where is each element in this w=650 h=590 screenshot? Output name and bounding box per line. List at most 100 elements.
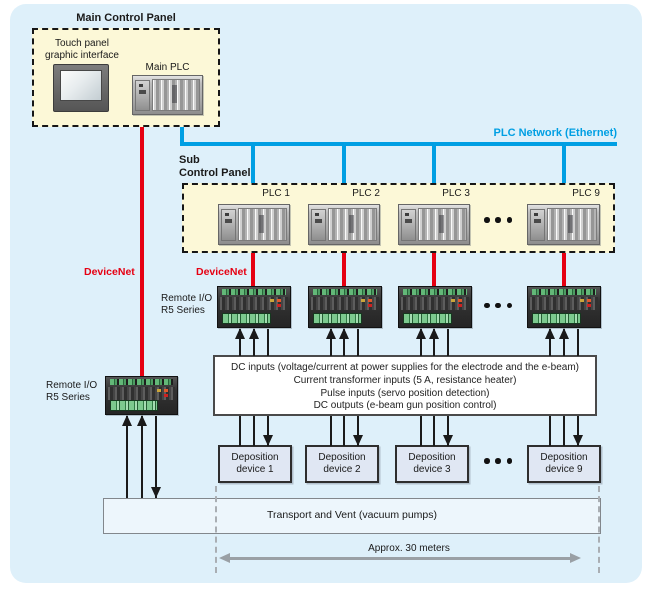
device1-line2: device 1 (236, 464, 274, 475)
io-connector-line (549, 416, 551, 446)
io-connector-line (266, 329, 269, 356)
dimension-arrowhead-left (219, 553, 230, 563)
ethernet-drop-plc2 (342, 144, 346, 206)
rio-status-leds (164, 389, 168, 392)
transport-connector-line (125, 416, 128, 498)
rio-modules (311, 297, 379, 310)
ellipsis-dots (484, 217, 512, 223)
ellipsis-dot (506, 217, 512, 223)
dimension-label: Approx. 30 meters (368, 543, 450, 554)
transport-vent-box: Transport and Vent (vacuum pumps) (103, 498, 601, 534)
plc1-graphic (218, 204, 290, 245)
ellipsis-dot (484, 217, 490, 223)
io-connector-line (343, 416, 345, 446)
io-connector-line (239, 416, 241, 446)
device2-line1: Deposition (318, 452, 366, 464)
ethernet-drop-plc3 (432, 144, 436, 206)
dimension-boundary-right (598, 486, 600, 573)
ethernet-backbone-line (180, 142, 617, 146)
arrowhead-up-icon (429, 328, 439, 339)
io-connector-line (357, 416, 359, 446)
ellipsis-dot (495, 458, 501, 464)
rio-terminals-top (532, 289, 596, 295)
device9-line2: device 9 (545, 464, 583, 475)
io-connector-line (447, 416, 449, 446)
ethernet-drop-plc9 (561, 144, 566, 206)
device3-line2: device 3 (413, 464, 451, 475)
plc9-graphic (527, 204, 600, 245)
device1-line1: Deposition (231, 452, 279, 464)
plc3-label: PLC 3 (442, 188, 470, 199)
monitor-screen (60, 70, 102, 101)
main-plc-graphic (132, 75, 203, 115)
remote-io-9-graphic (527, 286, 601, 328)
rio-terminals-bottom (222, 313, 271, 324)
remote-io-top-label-line2: R5 Series (161, 304, 205, 316)
remote-io-left-graphic (105, 376, 178, 415)
rio-status-leds (277, 299, 281, 302)
arrowhead-down-icon (151, 487, 161, 498)
main-plc-label: Main PLC (145, 62, 190, 73)
ellipsis-dot (484, 458, 490, 464)
touch-panel-monitor-graphic (53, 64, 109, 112)
io-connector-line (562, 329, 565, 356)
touch-panel-label-line2: graphic interface (45, 49, 119, 61)
plc-psu-module (135, 80, 150, 111)
plc2-graphic (308, 204, 380, 245)
devicenet-main-line (140, 108, 144, 377)
rio-terminals-top (403, 289, 467, 295)
devicenet-drop-1 (251, 242, 255, 289)
touch-panel-label-line1: Touch panel (55, 38, 109, 49)
arrowhead-down-icon (353, 435, 363, 446)
transport-vent-label: Transport and Vent (vacuum pumps) (266, 509, 438, 522)
ellipsis-dot (484, 302, 490, 308)
ellipsis-dots (484, 458, 512, 464)
remote-io-left-label-line1: Remote I/O (46, 380, 98, 391)
io-connector-line (252, 329, 255, 356)
rio-modules (220, 297, 288, 310)
arrowhead-up-icon (545, 328, 555, 339)
plc-psu-module (221, 209, 236, 241)
sub-panel-title-line1: Sub (179, 154, 200, 166)
plc-psu-module (401, 209, 416, 241)
io-connector-line (419, 329, 422, 356)
ethernet-main-drop (180, 110, 184, 144)
ethernet-drop-plc1 (251, 144, 255, 206)
arrowhead-up-icon (121, 415, 132, 426)
ellipsis-dot (506, 458, 512, 464)
arrowhead-up-icon (248, 328, 259, 339)
io-connector-line (562, 416, 565, 446)
rio-modules (108, 387, 175, 400)
rio-terminals-bottom (110, 400, 159, 411)
arrowhead-up-icon (339, 328, 349, 339)
io-signal-line2: Current transformer inputs (5 A, resista… (293, 374, 517, 386)
io-connector-line (433, 329, 435, 356)
io-connector-line (357, 329, 359, 356)
remote-io-2-graphic (308, 286, 382, 328)
arrowhead-up-icon (136, 415, 147, 426)
rio-modules (530, 297, 598, 310)
rio-status-leds (587, 299, 591, 302)
deposition-device-9-box: Deposition device 9 (527, 445, 601, 483)
device2-line2: device 2 (323, 464, 361, 475)
rio-terminals-bottom (313, 313, 362, 324)
rio-terminals-top (110, 379, 173, 385)
rio-terminals-top (222, 289, 286, 295)
transport-connector-line (155, 416, 157, 498)
plc-io-modules (328, 208, 377, 241)
dimension-boundary-left (215, 486, 217, 573)
rio-status-leds (458, 299, 462, 302)
io-connector-line (252, 416, 255, 446)
plc3-graphic (398, 204, 470, 245)
rio-terminals-bottom (403, 313, 452, 324)
io-signal-line4: DC outputs (e-beam gun position control) (313, 400, 497, 412)
ellipsis-dot (495, 217, 501, 223)
ellipsis-dot (506, 302, 512, 308)
devicenet-drop-2 (342, 242, 346, 289)
deposition-device-1-box: Deposition device 1 (218, 445, 292, 483)
plc-io-modules (547, 208, 597, 241)
plc-psu-module (530, 209, 545, 241)
arrowhead-down-icon (443, 435, 453, 446)
plc9-label: PLC 9 (572, 188, 600, 199)
